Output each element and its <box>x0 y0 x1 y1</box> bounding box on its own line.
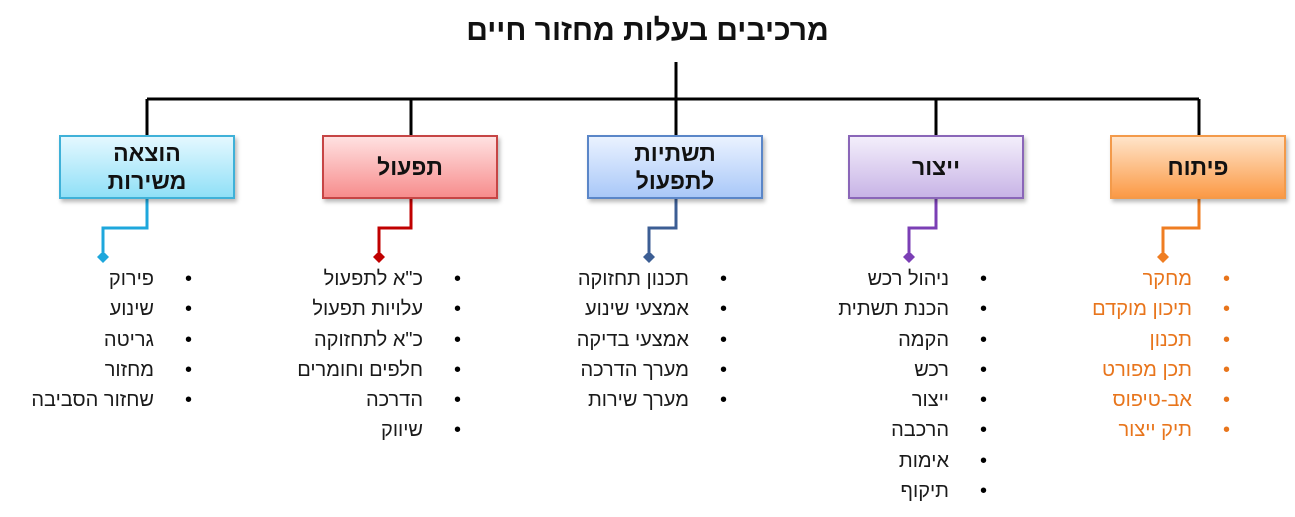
list-item: אמצעי שינוע <box>577 294 735 325</box>
list-item: חלפים וחומרים <box>297 355 469 386</box>
elbow-connector-develop <box>1161 199 1201 252</box>
list-item: תיקוף <box>838 476 995 507</box>
list-item: תיק ייצור <box>1092 415 1238 446</box>
category-box-production: ייצור <box>848 135 1024 199</box>
list-item: שחזור הסביבה <box>31 385 200 416</box>
list-item: אמצעי בדיקה <box>577 325 735 356</box>
list-item: תכנון <box>1092 325 1238 356</box>
list-item: הדרכה <box>297 385 469 416</box>
list-item: ניהול רכש <box>838 264 995 295</box>
list-item: ייצור <box>838 385 995 416</box>
list-item: כ"א לתחזוקה <box>297 325 469 356</box>
list-item: כ"א לתפעול <box>297 264 469 295</box>
category-label-production: ייצור <box>911 154 961 180</box>
diamond-marker-develop <box>1157 251 1169 263</box>
list-item: תכנון תחזוקה <box>577 264 735 295</box>
diamond-marker-operation <box>373 251 385 263</box>
elbow-connector-infrastructure <box>647 199 678 252</box>
item-list-operation: כ"א לתפעול עלויות תפעול כ"א לתחזוקה חלפי… <box>297 264 469 446</box>
diamond-marker-production <box>903 251 915 263</box>
list-item: רכש <box>838 355 995 386</box>
diagram-title: מרכיבים בעלות מחזור חיים <box>466 14 829 47</box>
item-list-develop: מחקר תיכון מוקדם תכנון תכן מפורט אב-טיפו… <box>1092 264 1238 446</box>
list-item: שינוע <box>31 294 200 325</box>
elbow-connector-decommission <box>101 199 149 252</box>
list-item: מערך שירות <box>577 385 735 416</box>
elbow-connector-production <box>907 199 938 252</box>
item-list-production: ניהול רכש הכנת תשתית הקמה רכש ייצור הרכב… <box>838 264 995 507</box>
list-item: תיכון מוקדם <box>1092 294 1238 325</box>
list-item: מחקר <box>1092 264 1238 295</box>
elbow-connector-operation <box>377 199 413 252</box>
list-item: אב-טיפוס <box>1092 385 1238 416</box>
category-box-infrastructure: תשתיות לתפעול <box>587 135 763 199</box>
category-label-operation: תפעול <box>377 154 443 180</box>
item-list-infrastructure: תכנון תחזוקה אמצעי שינוע אמצעי בדיקה מער… <box>577 264 735 416</box>
list-item: עלויות תפעול <box>297 294 469 325</box>
category-label-develop: פיתוח <box>1167 154 1229 180</box>
list-item: אימות <box>838 446 995 477</box>
category-box-develop: פיתוח <box>1110 135 1286 199</box>
list-item: שיווק <box>297 415 469 446</box>
list-item: מערך הדרכה <box>577 355 735 386</box>
category-box-decommission: הוצאה משירות <box>59 135 235 199</box>
list-item: תכן מפורט <box>1092 355 1238 386</box>
diamond-marker-decommission <box>97 251 109 263</box>
item-list-decommission: פירוק שינוע גריטה מחזור שחזור הסביבה <box>31 264 200 416</box>
category-label-infrastructure: תשתיות לתפעול <box>634 140 716 194</box>
category-box-operation: תפעול <box>322 135 498 199</box>
list-item: הכנת תשתית <box>838 294 995 325</box>
diamond-marker-infrastructure <box>643 251 655 263</box>
list-item: מחזור <box>31 355 200 386</box>
list-item: גריטה <box>31 325 200 356</box>
list-item: פירוק <box>31 264 200 295</box>
list-item: הרכבה <box>838 415 995 446</box>
list-item: הקמה <box>838 325 995 356</box>
category-label-decommission: הוצאה משירות <box>107 140 187 194</box>
